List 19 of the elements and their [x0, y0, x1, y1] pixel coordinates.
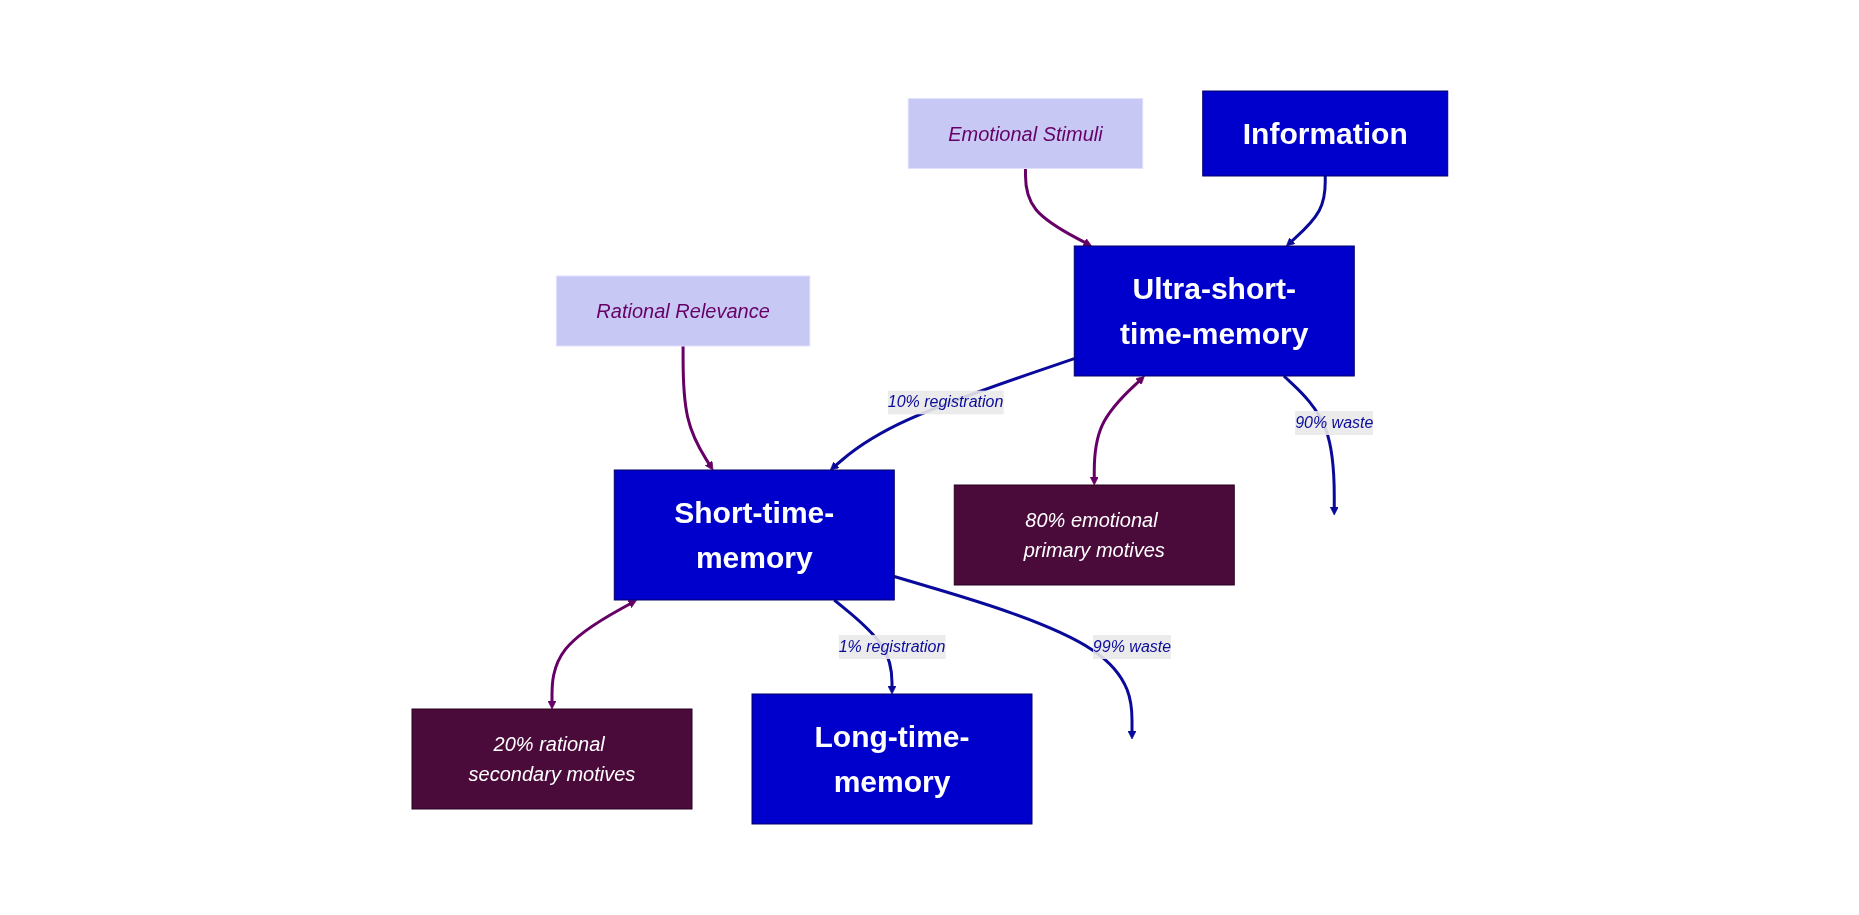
arrow [829, 357, 1075, 471]
edge-label: 90% waste [1294, 414, 1374, 431]
node-box: Long-time-memory [751, 693, 1033, 825]
arrow [1285, 176, 1327, 247]
node-box: 80% emotional primary motives [953, 484, 1235, 586]
arrow [1089, 375, 1145, 486]
node-box: Short-time-memory [613, 469, 895, 601]
edge-label: 99% waste [1092, 638, 1171, 655]
node-box: Emotional Stimuli [907, 98, 1143, 169]
arrow [1023, 168, 1092, 247]
edge-label: 1% registration [838, 638, 945, 655]
node-box: Information [1201, 90, 1448, 177]
arrow [681, 346, 713, 471]
node-box: Rational Relevance [555, 275, 810, 347]
node-box: Ultra-short-time-memory [1073, 245, 1355, 377]
arrow [893, 575, 1136, 740]
edge-label: 10% registration [887, 393, 1003, 411]
node-box: 20% rational secondary motives [411, 708, 693, 810]
arrow [547, 599, 637, 710]
